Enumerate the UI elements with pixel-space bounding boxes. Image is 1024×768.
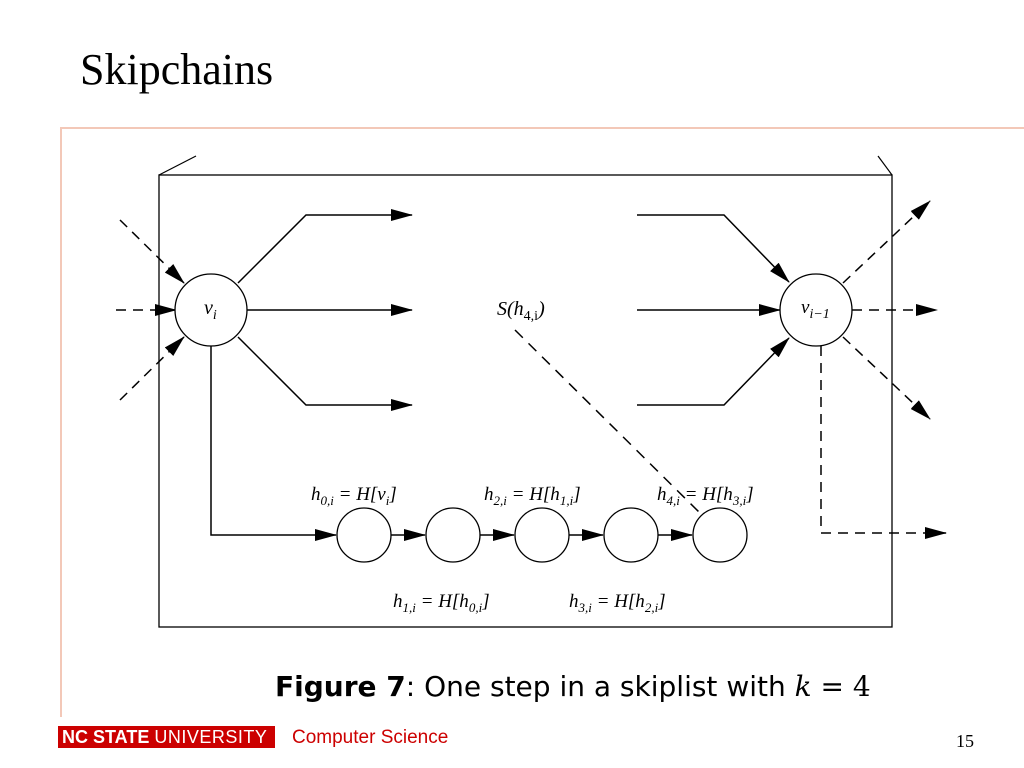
hash-node-2 bbox=[514, 507, 570, 563]
frame-corner-right bbox=[877, 155, 893, 176]
outgoing-dashed-upper bbox=[842, 200, 931, 284]
caption-math-var: k bbox=[794, 670, 812, 703]
hash-label-h0: h0,i = H[vi] bbox=[311, 484, 397, 508]
incoming-solid-lower bbox=[637, 337, 790, 406]
hash-label-h2: h2,i = H[h1,i] bbox=[484, 484, 581, 508]
outgoing-dashed-lower bbox=[842, 336, 931, 420]
caption-text: : One step in a skiplist with bbox=[405, 670, 795, 703]
signature-label: S(h4,i) bbox=[497, 298, 545, 324]
incoming-dashed-upper bbox=[119, 219, 185, 284]
incoming-dashed-lower bbox=[119, 336, 185, 401]
department-name: Computer Science bbox=[292, 727, 449, 748]
caption-math-rest: = 4 bbox=[811, 670, 871, 703]
university-logo: NC STATE UNIVERSITY bbox=[58, 726, 276, 748]
hash-node-0 bbox=[336, 507, 392, 563]
node-v-i-minus-1-label: vi−1 bbox=[801, 297, 830, 322]
hash-label-h1: h1,i = H[h0,i] bbox=[393, 591, 490, 615]
figure-frame bbox=[158, 174, 893, 628]
figure-number: Figure 7 bbox=[275, 670, 406, 703]
slide-title: Skipchains bbox=[80, 45, 274, 94]
top-divider bbox=[60, 127, 1024, 129]
incoming-solid-upper bbox=[637, 214, 790, 283]
left-divider bbox=[60, 127, 62, 717]
node-v-i-label: vi bbox=[204, 297, 217, 323]
hash-label-h3: h3,i = H[h2,i] bbox=[569, 591, 666, 615]
hash-node-1 bbox=[425, 507, 481, 563]
signature-dashed-line bbox=[514, 329, 703, 516]
chain-entry-line bbox=[210, 346, 337, 541]
outgoing-dashed-chain bbox=[820, 346, 947, 539]
figure-caption: Figure 7: One step in a skiplist with k … bbox=[275, 670, 871, 703]
logo-nc-state: NC STATE bbox=[62, 726, 150, 747]
hash-node-3 bbox=[603, 507, 659, 563]
frame-corner-left bbox=[158, 155, 197, 176]
logo-university: UNIVERSITY bbox=[154, 726, 268, 747]
outgoing-solid-lower bbox=[237, 336, 413, 411]
hash-node-4 bbox=[692, 507, 748, 563]
hash-label-h4: h4,i = H[h3,i] bbox=[657, 484, 754, 508]
page-number: 15 bbox=[956, 731, 974, 751]
outgoing-solid-upper bbox=[237, 209, 413, 284]
